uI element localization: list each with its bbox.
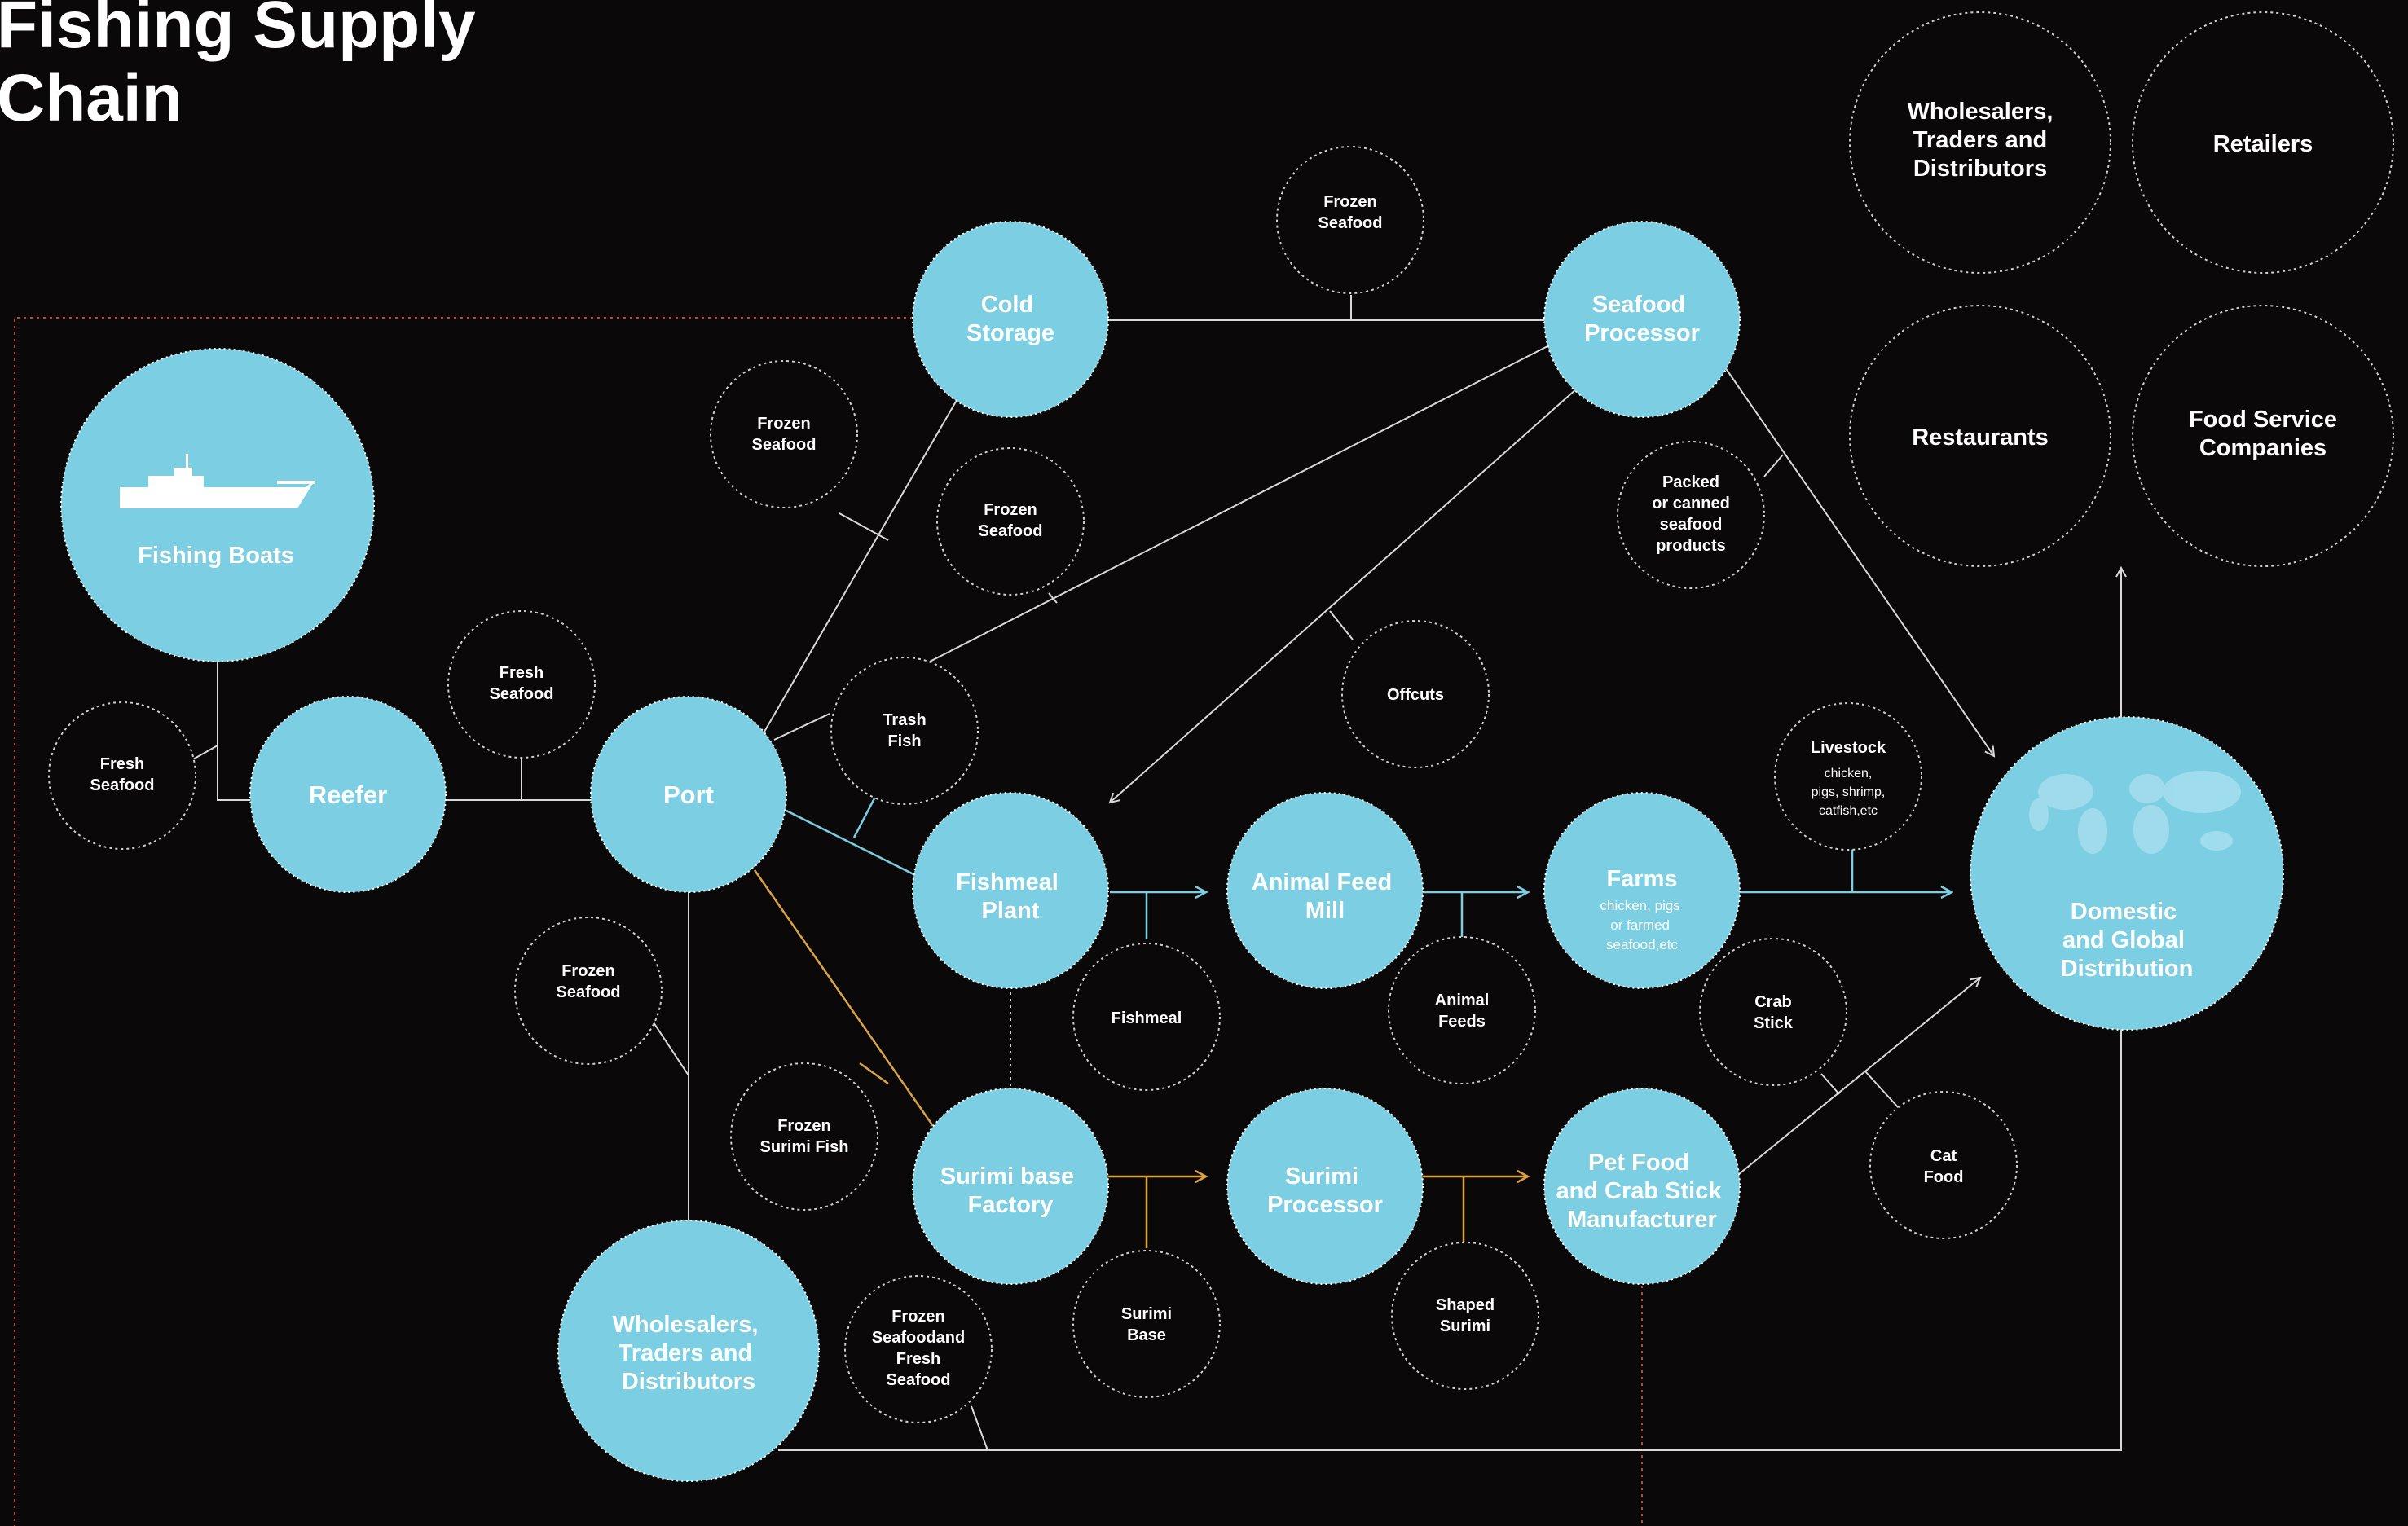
product-shaped-surimi [1391, 1242, 1539, 1390]
node-domestic-global: Domestic and Global Distribution [1970, 716, 2284, 1031]
product-fresh-seafood-top [447, 610, 596, 759]
orange-connectors [753, 869, 1528, 1248]
product-sublabel: chicken,pigs, shrimp,catfish,etc [1812, 767, 1886, 818]
page-title: Fishing Supply Chain [0, 0, 494, 135]
node-label: Wholesalers, Traders and Distributors [613, 1312, 765, 1395]
node-reefer: Reefer [249, 696, 447, 893]
node-wholesalers: Wholesalers, Traders and Distributors [557, 1220, 820, 1482]
product-frozen-seafood-c [1276, 146, 1424, 294]
frame-outline [14, 317, 1643, 1526]
product-frozen-seafood-a [710, 360, 858, 508]
node-label: Animal Feed Mill [1252, 869, 1399, 924]
node-port: Port [590, 696, 787, 893]
node-label: Cold Storage [966, 292, 1054, 346]
node-surimi-base-factory: Surimi base Factory [912, 1088, 1109, 1285]
node-sublabel: chicken, pigs or farmed seafood,etc [1600, 898, 1684, 952]
product-animal-feeds [1388, 936, 1536, 1084]
node-seafood-processor: Seafood Processor [1543, 221, 1741, 418]
node-label: Port [663, 781, 714, 809]
destination-label: Retailers [2213, 131, 2313, 157]
product-packed-canned [1617, 441, 1765, 589]
destination-label: Restaurants [1912, 424, 2049, 451]
product-fishmeal [1072, 943, 1221, 1091]
product-fresh-seafood-left [48, 701, 196, 850]
white-connectors [166, 295, 2121, 1451]
node-label: Farms [1606, 866, 1677, 892]
node-label: Fishing Boats [138, 543, 294, 569]
node-pet-food-manufacturer: Pet Food and Crab Stick Manufacturer [1543, 1088, 1741, 1285]
node-animal-feed-mill: Animal Feed Mill [1226, 792, 1424, 989]
node-fishmeal-plant: Fishmeal Plant [912, 792, 1109, 989]
node-label: Surimi Processor [1267, 1163, 1383, 1218]
product-frozen-seafood-b [936, 447, 1085, 596]
destination-food-service [2132, 305, 2394, 567]
product-trash-fish [830, 657, 979, 805]
product-frozen-and-fresh [844, 1275, 993, 1423]
world-map-icon [2029, 771, 2241, 854]
blue-connectors [786, 798, 1952, 939]
product-cat-food [1869, 1091, 2018, 1239]
boat-icon [120, 454, 315, 508]
product-offcuts [1341, 620, 1490, 768]
node-fishing-boats: Fishing Boats [60, 348, 375, 662]
product-frozen-surimi-fish [730, 1062, 878, 1211]
product-crab-stick [1699, 938, 1847, 1086]
product-surimi-base [1072, 1250, 1221, 1398]
node-label: Fishmeal Plant [956, 869, 1065, 924]
product-frozen-seafood-d [514, 917, 663, 1065]
node-label: Reefer [309, 781, 388, 809]
node-label: Seafood Processor [1584, 292, 1700, 346]
destination-retailers [2132, 11, 2394, 274]
product-label: Livestock [1811, 739, 1886, 757]
node-label: Domestic and Global Distribution [2061, 899, 2194, 982]
destination-wholesalers [1849, 11, 2111, 274]
destination-restaurants [1849, 305, 2111, 567]
node-farms: Farms chicken, pigs or farmed seafood,et… [1543, 792, 1741, 989]
node-surimi-processor: Surimi Processor [1226, 1088, 1424, 1285]
product-livestock [1774, 702, 1922, 851]
node-label: Pet Food and Crab Stick Manufacturer [1556, 1150, 1728, 1233]
node-label: Surimi base Factory [940, 1163, 1081, 1218]
product-label: Fishmeal [1112, 1009, 1182, 1027]
product-label: Offcuts [1387, 686, 1444, 704]
node-cold-storage: Cold Storage [912, 221, 1109, 418]
